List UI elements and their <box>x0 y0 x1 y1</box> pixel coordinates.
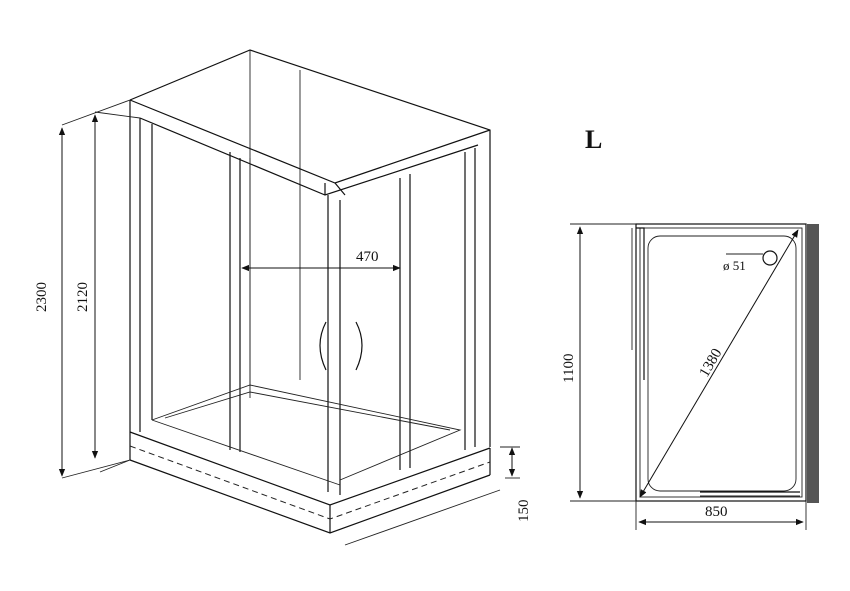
door-handle-left-icon <box>319 321 327 371</box>
drain-icon <box>762 250 778 266</box>
dim-diagonal: 1380 <box>697 346 726 380</box>
door-handle-right-icon <box>355 321 363 371</box>
plan-view: L ø 51 1380 1100 850 <box>561 125 819 530</box>
dim-height-total: 2300 <box>34 282 50 312</box>
dim-length: 1100 <box>561 354 577 383</box>
dim-tray-height: 150 <box>516 500 532 523</box>
isometric-view: 470 2300 2120 150 <box>34 49 532 546</box>
dim-drain: ø 51 <box>723 258 746 273</box>
dim-door-width: 470 <box>356 249 379 265</box>
dim-width: 850 <box>705 504 728 520</box>
dim-height-cabin: 2120 <box>75 282 91 312</box>
wall <box>807 224 819 503</box>
view-label: L <box>585 125 602 154</box>
